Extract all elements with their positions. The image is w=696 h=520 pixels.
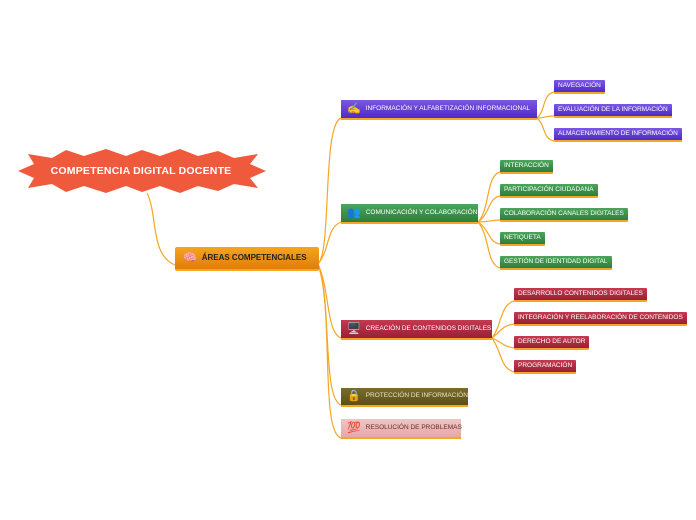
link-area3-sub3 <box>491 337 515 349</box>
brain-icon: 🧠 <box>183 251 197 264</box>
computer-icon: 🖥️ <box>347 322 361 335</box>
starburst-shape <box>18 149 266 193</box>
area-label: PROTECCIÓN DE INFORMACIÓN <box>365 392 468 400</box>
sub-label: ALMACENAMIENTO DE INFORMACIÓN <box>558 129 678 137</box>
people-icon: 👥 <box>347 206 361 219</box>
link-area2-sub4 <box>477 221 501 245</box>
hundred-points-icon: 💯 <box>347 421 361 434</box>
sub-label: GESTIÓN DE IDENTIDAD DIGITAL <box>504 257 608 265</box>
area-node-information[interactable]: ✍️ INFORMACIÓN Y ALFABETIZACIÓN INFORMAC… <box>341 100 537 120</box>
area-node-content-creation[interactable]: 🖥️ CREACIÓN DE CONTENIDOS DIGITALES <box>341 320 492 340</box>
lock-icon: 🔒 <box>347 390 361 402</box>
sub-node-participacion[interactable]: PARTICIPACIÓN CIUDADANA <box>500 184 598 198</box>
link-area2-sub2 <box>477 195 501 223</box>
root-node[interactable]: COMPETENCIA DIGITAL DOCENTE <box>14 148 268 194</box>
sub-node-almacenamiento[interactable]: ALMACENAMIENTO DE INFORMACIÓN <box>554 128 682 142</box>
area-label: COMUNICACIÓN Y COLABORACIÓN <box>365 208 478 216</box>
area-node-protection[interactable]: 🔒 PROTECCIÓN DE INFORMACIÓN <box>341 388 468 407</box>
link-hub-area-4 <box>317 263 342 406</box>
link-root-hub <box>146 192 176 266</box>
sub-node-evaluacion[interactable]: EVALUACIÓN DE LA INFORMACIÓN <box>554 104 672 118</box>
sub-label: NAVEGACIÓN <box>558 81 601 89</box>
sub-node-identidad[interactable]: GESTIÓN DE IDENTIDAD DIGITAL <box>500 256 612 270</box>
sub-node-integracion[interactable]: INTEGRACIÓN Y REELABORACIÓN DE CONTENIDO… <box>514 312 687 326</box>
sub-node-colaboracion[interactable]: COLABORACIÓN CANALES DIGITALES <box>500 208 628 222</box>
sub-label: INTEGRACIÓN Y REELABORACIÓN DE CONTENIDO… <box>518 313 683 321</box>
link-area3-sub1 <box>491 300 515 339</box>
sub-label: DERECHO DE AUTOR <box>518 337 586 345</box>
link-hub-area-2 <box>317 221 342 265</box>
sub-label: INTERACCIÓN <box>504 161 549 169</box>
sub-node-desarrollo[interactable]: DESARROLLO CONTENIDOS DIGITALES <box>514 288 647 302</box>
sub-node-derecho[interactable]: DERECHO DE AUTOR <box>514 336 590 350</box>
sub-node-programacion[interactable]: PROGRAMACIÓN <box>514 360 577 374</box>
link-area1-sub1 <box>536 91 555 119</box>
sub-label: COLABORACIÓN CANALES DIGITALES <box>504 209 624 217</box>
sub-node-interaccion[interactable]: INTERACCIÓN <box>500 160 553 174</box>
link-area1-sub2 <box>536 115 555 119</box>
hub-label: ÁREAS COMPETENCIALES <box>201 253 307 262</box>
sub-label: PROGRAMACIÓN <box>518 361 573 369</box>
link-hub-area-1 <box>317 117 342 265</box>
link-area2-sub5 <box>477 221 501 269</box>
area-label: CREACIÓN DE CONTENIDOS DIGITALES <box>365 324 492 332</box>
root-title: COMPETENCIA DIGITAL DOCENTE <box>50 165 232 177</box>
link-area3-sub2 <box>491 323 515 339</box>
hub-node[interactable]: 🧠 ÁREAS COMPETENCIALES <box>175 247 319 271</box>
area-label: RESOLUCIÓN DE PROBLEMAS <box>365 423 462 431</box>
area-label: INFORMACIÓN Y ALFABETIZACIÓN INFORMACION… <box>365 104 531 112</box>
area-node-communication[interactable]: 👥 COMUNICACIÓN Y COLABORACIÓN <box>341 204 478 224</box>
link-area3-sub4 <box>491 337 515 373</box>
sub-label: NETIQUETA <box>504 233 541 241</box>
sub-label: DESARROLLO CONTENIDOS DIGITALES <box>518 289 643 297</box>
sub-label: EVALUACIÓN DE LA INFORMACIÓN <box>558 105 668 113</box>
link-hub-area-5 <box>317 263 342 439</box>
link-area2-sub1 <box>477 171 501 223</box>
link-area2-sub3 <box>477 219 501 223</box>
writing-hand-icon: ✍️ <box>347 102 361 115</box>
sub-label: PARTICIPACIÓN CIUDADANA <box>504 185 594 193</box>
link-area1-sub3 <box>536 117 555 142</box>
sub-node-netiqueta[interactable]: NETIQUETA <box>500 232 545 246</box>
area-node-problem-solving[interactable]: 💯 RESOLUCIÓN DE PROBLEMAS <box>341 419 462 439</box>
sub-node-navegacion[interactable]: NAVEGACIÓN <box>554 80 605 94</box>
